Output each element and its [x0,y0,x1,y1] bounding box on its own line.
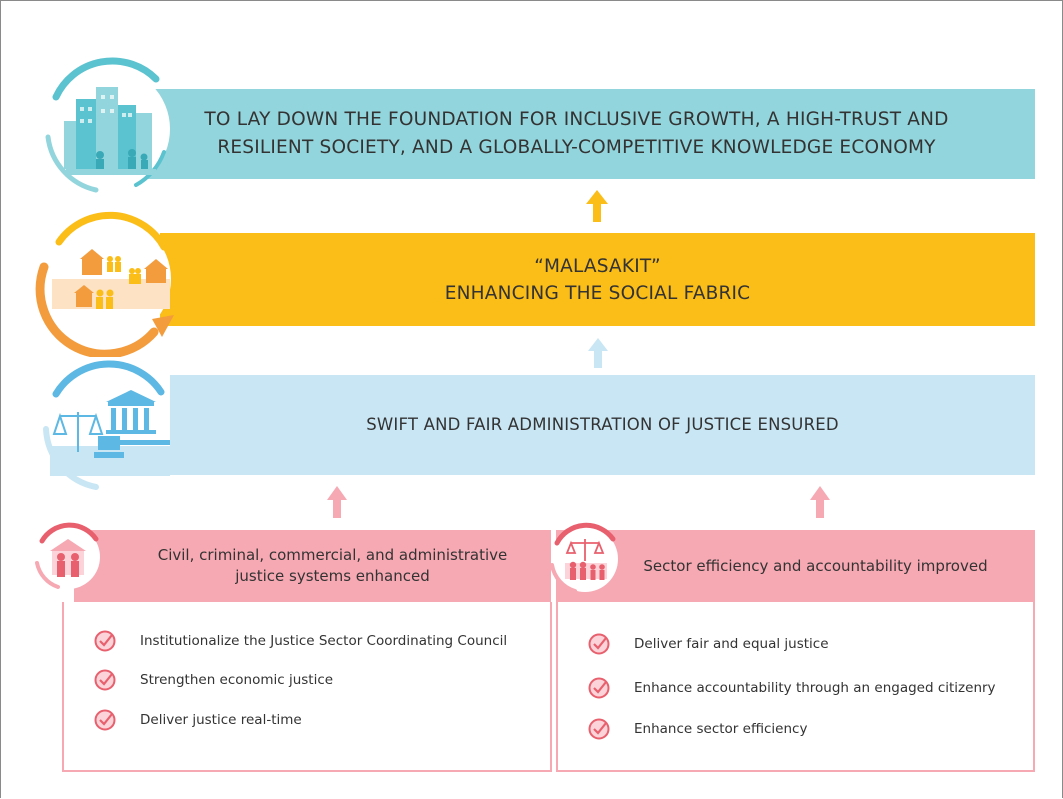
pillar-line-1: “MALASAKIT” [534,255,661,277]
sub-outcome-title-right-1: Sector efficiency and accountability imp… [643,556,988,575]
family-house-icon [35,522,100,589]
goal-band: TO LAY DOWN THE FOUNDATION FOR INCLUSIVE… [118,89,1035,179]
outcome-text: SWIFT AND FAIR ADMINISTRATION OF JUSTICE… [366,415,839,434]
scale-people-icon [550,522,618,593]
sub-outcome-title-left-1: Civil, criminal, commercial, and adminis… [157,546,508,564]
pillar-line-2: ENHANCING THE SOCIAL FABRIC [444,282,751,304]
community-icon [35,211,174,357]
strategy-list-right: Deliver fair and equal justice Enhance a… [556,602,1035,772]
strategy-text: Institutionalize the Justice Sector Coor… [140,633,508,649]
sub-outcome-title-left-2: justice systems enhanced [235,567,430,585]
sub-outcome-header-right: Sector efficiency and accountability imp… [556,530,1035,602]
justice-scale-icon [43,360,170,490]
sub-outcome-header-left: Civil, criminal, commercial, and adminis… [74,530,551,602]
strategy-text: Enhance sector efficiency [634,721,808,737]
goal-line-1: TO LAY DOWN THE FOUNDATION FOR INCLUSIVE… [204,109,949,130]
outcome-band: SWIFT AND FAIR ADMINISTRATION OF JUSTICE… [170,375,1035,475]
strategy-text: Enhance accountability through an engage… [634,680,996,696]
city-icon [45,57,170,193]
strategy-list-left: Institutionalize the Justice Sector Coor… [62,602,552,772]
check-circle-icon [588,633,610,655]
strategy-text: Strengthen economic justice [140,672,334,688]
goal-line-2: RESILIENT SOCIETY, AND A GLOBALLY-COMPET… [217,137,936,158]
list-item: Strengthen economic justice [94,669,333,691]
check-circle-icon [94,669,116,691]
check-circle-icon [94,630,116,652]
list-item: Enhance sector efficiency [588,718,807,740]
up-arrow-icon [327,486,347,518]
pillar-band: “MALASAKIT” ENHANCING THE SOCIAL FABRIC [160,233,1035,326]
list-item: Deliver fair and equal justice [588,633,829,655]
up-arrow-icon [586,190,608,222]
list-item: Deliver justice real-time [94,709,302,731]
check-circle-icon [588,677,610,699]
list-item: Enhance accountability through an engage… [588,677,996,699]
check-circle-icon [588,718,610,740]
strategy-text: Deliver justice real-time [140,712,302,728]
check-circle-icon [94,709,116,731]
strategy-text: Deliver fair and equal justice [634,636,829,652]
up-arrow-icon [588,338,608,368]
list-item: Institutionalize the Justice Sector Coor… [94,630,507,652]
up-arrow-icon [810,486,830,518]
